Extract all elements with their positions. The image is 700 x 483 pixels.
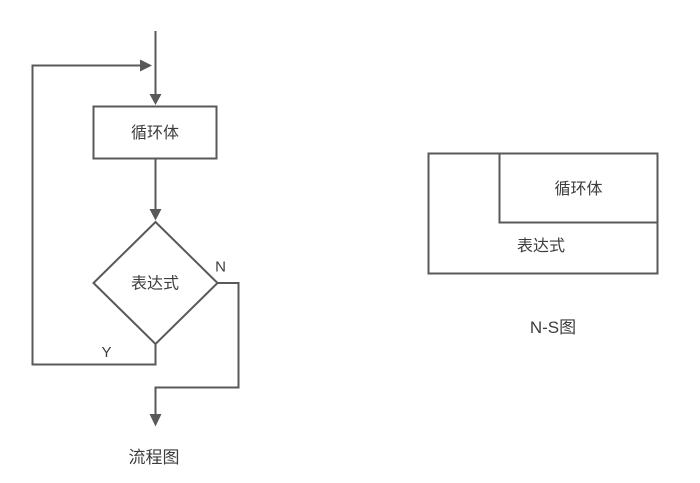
flowchart-entry-arrow (149, 31, 162, 105)
flowchart-no-branch-line (149, 282, 240, 427)
flowchart-branch-yes-label: Y (101, 344, 111, 361)
flowchart-loop-body-label: 循环体 (131, 124, 179, 142)
ns-outer-box (427, 152, 659, 275)
arrowhead-down-icon (149, 414, 162, 427)
ns-loop-body-box (498, 152, 659, 224)
flowchart-loopback-line (31, 59, 157, 366)
flowchart-box-to-diamond-arrow (149, 158, 162, 221)
flowchart-branch-no-label: N (215, 259, 226, 276)
ns-condition-label: 表达式 (517, 237, 565, 255)
ns-caption: N-S图 (530, 318, 576, 337)
flowchart-caption: 流程图 (129, 448, 180, 467)
arrowhead-right-icon (140, 59, 152, 72)
ns-loop-body-label: 循环体 (554, 180, 602, 198)
arrowhead-down-icon (149, 94, 162, 105)
flowchart-condition-diamond (92, 220, 219, 346)
arrowhead-down-icon (149, 209, 162, 221)
flowchart-condition-label: 表达式 (131, 275, 179, 293)
